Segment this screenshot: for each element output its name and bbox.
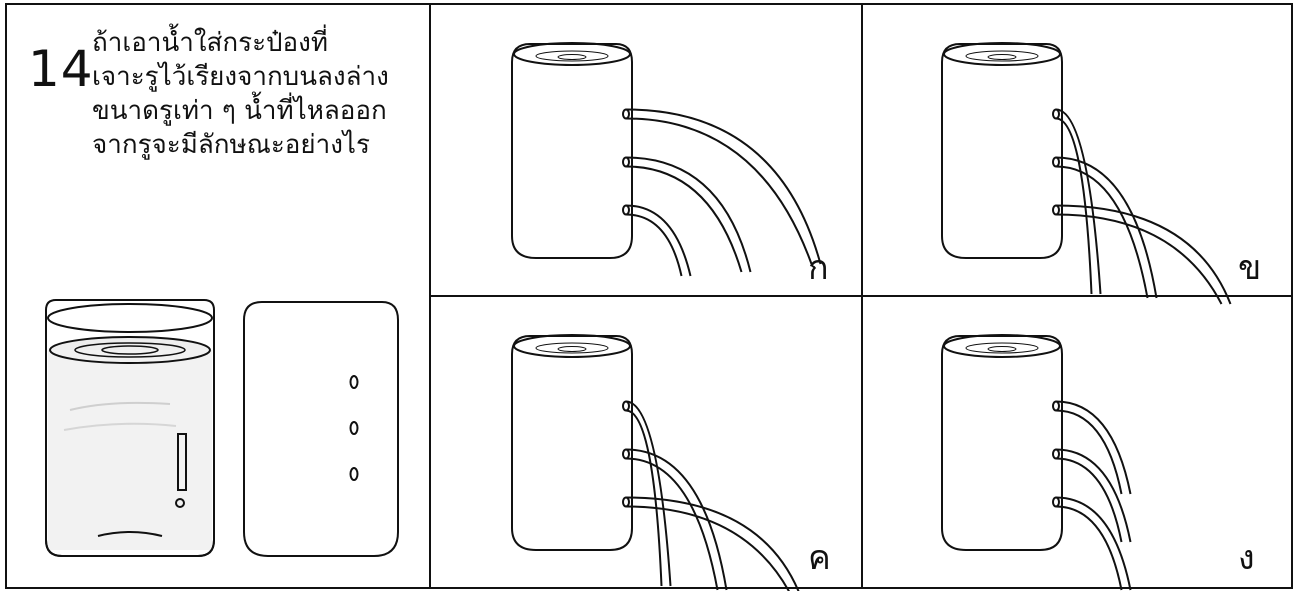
- water-jet: [626, 459, 718, 591]
- option-label-b: ข: [1238, 240, 1261, 294]
- water-ripple: [558, 55, 586, 60]
- can-option-d: [942, 335, 1131, 590]
- can-body: [512, 336, 632, 550]
- water-jet: [626, 450, 727, 591]
- can-option-b: [942, 43, 1231, 304]
- can-body: [512, 44, 632, 258]
- jet-hole: [1053, 402, 1059, 411]
- punched-can: [244, 302, 398, 556]
- water-jet: [626, 158, 751, 273]
- water-jet: [1056, 459, 1122, 543]
- question-line: เจาะรูไว้เรียงจากบนลงล่าง: [92, 60, 422, 94]
- water-jet: [626, 498, 801, 591]
- can-body: [942, 44, 1062, 258]
- water-jet: [1056, 206, 1231, 305]
- water-jet: [1056, 167, 1148, 299]
- question-text: ถ้าเอาน้ำใส่กระป๋องที่ เจาะรูไว้เรียงจาก…: [92, 26, 422, 162]
- can-body: [942, 336, 1062, 550]
- can-option-a: [512, 43, 821, 276]
- jet-hole: [1053, 450, 1059, 459]
- jet-hole: [623, 158, 629, 167]
- jet-hole: [623, 110, 629, 119]
- option-label-d: ง: [1238, 530, 1255, 584]
- option-label-a: ก: [808, 240, 829, 294]
- jet-hole: [623, 498, 629, 507]
- water-jet: [626, 119, 812, 265]
- jet-hole: [1053, 206, 1059, 215]
- water-jet: [1056, 411, 1122, 495]
- jet-hole: [1053, 498, 1059, 507]
- water-ripple: [558, 347, 586, 352]
- question-line: ถ้าเอาน้ำใส่กระป๋องที่: [92, 26, 422, 60]
- jet-hole: [1053, 110, 1059, 119]
- water-jet: [1056, 158, 1157, 299]
- option-cans: [512, 43, 1231, 591]
- jet-hole: [623, 402, 629, 411]
- question-number: 14: [28, 40, 94, 98]
- jet-hole: [1053, 158, 1059, 167]
- water-jet: [1056, 507, 1122, 591]
- jet-hole: [623, 450, 629, 459]
- water-jet: [626, 215, 682, 277]
- can-option-c: [512, 335, 801, 591]
- option-label-c: ค: [808, 530, 831, 584]
- water-ripple: [988, 347, 1016, 352]
- water-ripple: [988, 55, 1016, 60]
- jet-hole: [623, 206, 629, 215]
- question-line: จากรูจะมีลักษณะอย่างไร: [92, 128, 422, 162]
- question-line: ขนาดรูเท่า ๆ น้ำที่ไหลออก: [92, 94, 422, 128]
- water-glass: [46, 300, 214, 556]
- water-jet: [626, 110, 821, 265]
